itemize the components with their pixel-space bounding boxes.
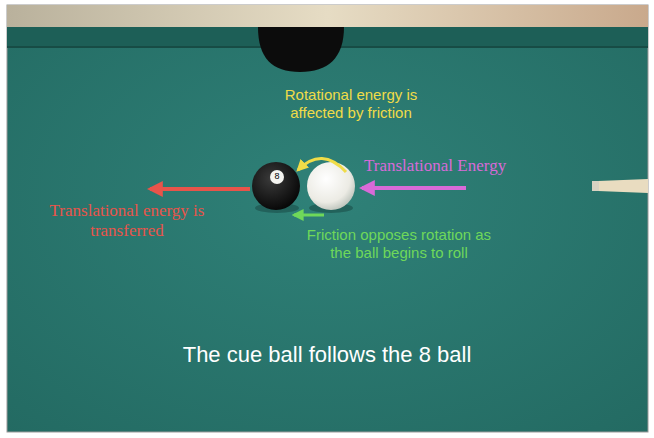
cue-ball: [307, 162, 355, 210]
friction-arrow: [294, 214, 324, 217]
transfer-note: Translational energy is transferred: [46, 201, 208, 242]
rotation-arrow: [298, 158, 346, 172]
felt: [7, 5, 648, 432]
ball-number: 8: [271, 171, 283, 182]
cue-tip: [592, 181, 599, 191]
caption: The cue ball follows the 8 ball: [20, 342, 634, 368]
pocket: [258, 27, 344, 72]
eight-ball: [252, 162, 300, 210]
translation-note: Translational Energy: [364, 156, 564, 176]
friction-note: Friction opposes rotation as the ball be…: [302, 226, 496, 262]
transfer-arrow: [150, 187, 250, 191]
translation-arrow: [362, 186, 466, 190]
rotation-note: Rotational energy is affected by frictio…: [283, 86, 419, 122]
eight-ball-spot: [270, 170, 284, 184]
cue-stick: [598, 179, 648, 193]
wall: [7, 5, 648, 27]
